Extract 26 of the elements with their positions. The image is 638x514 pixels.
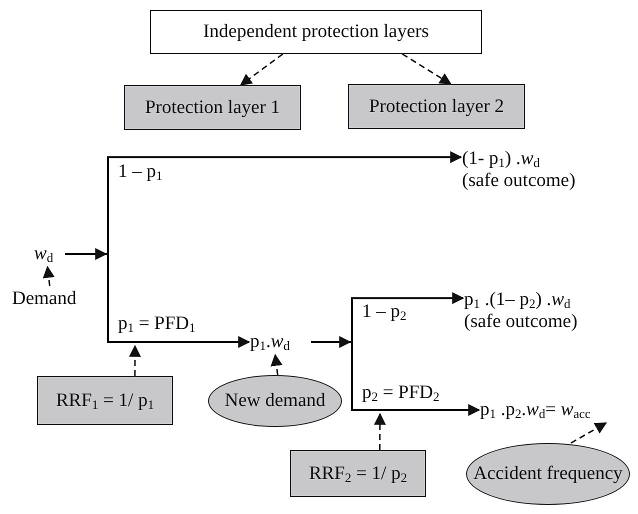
leader-arrow (374, 412, 386, 450)
dashed-arrow (240, 53, 284, 86)
demand-label: Demand (12, 286, 104, 312)
outcome-note: (safe outcome) (462, 170, 576, 192)
layer-heading-box: Independent protection layers (150, 10, 482, 54)
rrf-box: RRF$_{2}$ = 1/ p$_{2}$ (290, 450, 426, 497)
demand-ellipse: New demand (208, 375, 342, 427)
branch-probability: p$_{2}$ = PFD$_{2}$ (362, 383, 440, 404)
branch-probability: 1 – p$_{1}$ (118, 162, 162, 183)
protection-layer-box: Protection layer 1 (124, 85, 301, 130)
start-frequency: w$_{d}$ (34, 241, 64, 267)
dashed-arrow (570, 422, 608, 444)
dashed-arrow (42, 266, 55, 286)
rrf-box: RRF$_{1}$ = 1/ p$_{1}$ (37, 376, 173, 425)
dashed-arrow (270, 354, 282, 376)
outcome-frequency: (1- p$_{1}$) .w$_{d}$ (462, 148, 540, 170)
leader-arrow (128, 344, 141, 376)
dashed-arrow (402, 53, 452, 85)
outcome-note: (safe outcome) (464, 311, 578, 333)
outcome-frequency: p$_{1}$ .(1– p$_{2}$) .w$_{d}$ (464, 289, 570, 311)
outcome-text: p$_{1}$ .p$_{2}$.w$_{d}$= w$_{acc}$ (480, 397, 630, 423)
protection-layer-box: Protection layer 2 (348, 84, 525, 129)
branch-frequency: p$_{1}$.w$_{d}$ (250, 329, 310, 355)
branch-probability: p$_{1}$ = PFD$_{1}$ (118, 314, 196, 335)
branch-probability: 1 – p$_{2}$ (362, 302, 406, 323)
accident-ellipse: Accident frequency (466, 443, 630, 505)
